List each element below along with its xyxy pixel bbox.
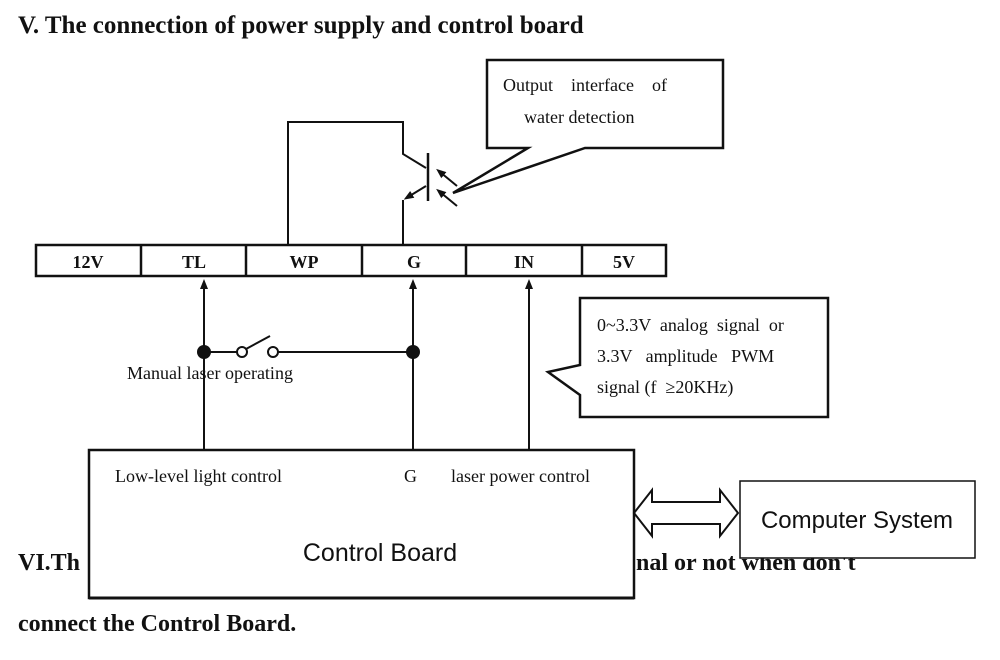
heading-v: V. The connection of power supply and co…: [18, 12, 584, 39]
switch-label: Manual laser operating: [127, 363, 293, 383]
callout-water-detection: [452, 58, 725, 195]
terminal-in: IN: [514, 252, 534, 272]
computer-system-label: Computer System: [761, 507, 953, 534]
heading-vi-line2: connect the Control Board.: [18, 611, 296, 637]
computer-system-box: [739, 480, 976, 559]
junction-dot-g: [406, 345, 420, 359]
callout-signal: [544, 296, 830, 419]
callout-signal-line1: 0~3.3V analog signal or: [597, 315, 784, 335]
control-board-box: [87, 448, 636, 600]
manual-switch: [204, 335, 413, 358]
terminal-g: G: [407, 252, 421, 272]
pin-low-level-label: Low-level light control: [115, 466, 282, 486]
callout-water-line2: water detection: [524, 107, 634, 127]
callout-signal-line3: signal (f ≥20KHz): [597, 377, 733, 398]
callout-water-line1: Output interface of: [503, 75, 667, 95]
pin-power-label: laser power control: [451, 466, 590, 486]
terminal-tl: TL: [182, 252, 206, 272]
control-board-title: Control Board: [303, 539, 457, 567]
heading-vi-left: VI.Th: [18, 550, 80, 576]
terminal-12v: 12V: [73, 252, 104, 272]
phototransistor: [287, 121, 458, 245]
pin-g-label: G: [404, 466, 417, 486]
callout-signal-line2: 3.3V amplitude PWM: [597, 346, 774, 366]
terminal-5v: 5V: [613, 252, 635, 272]
terminal-strip: [34, 243, 668, 278]
terminal-wp: WP: [290, 252, 319, 272]
double-arrow-icon: [632, 487, 740, 539]
junction-dot-tl: [197, 345, 211, 359]
